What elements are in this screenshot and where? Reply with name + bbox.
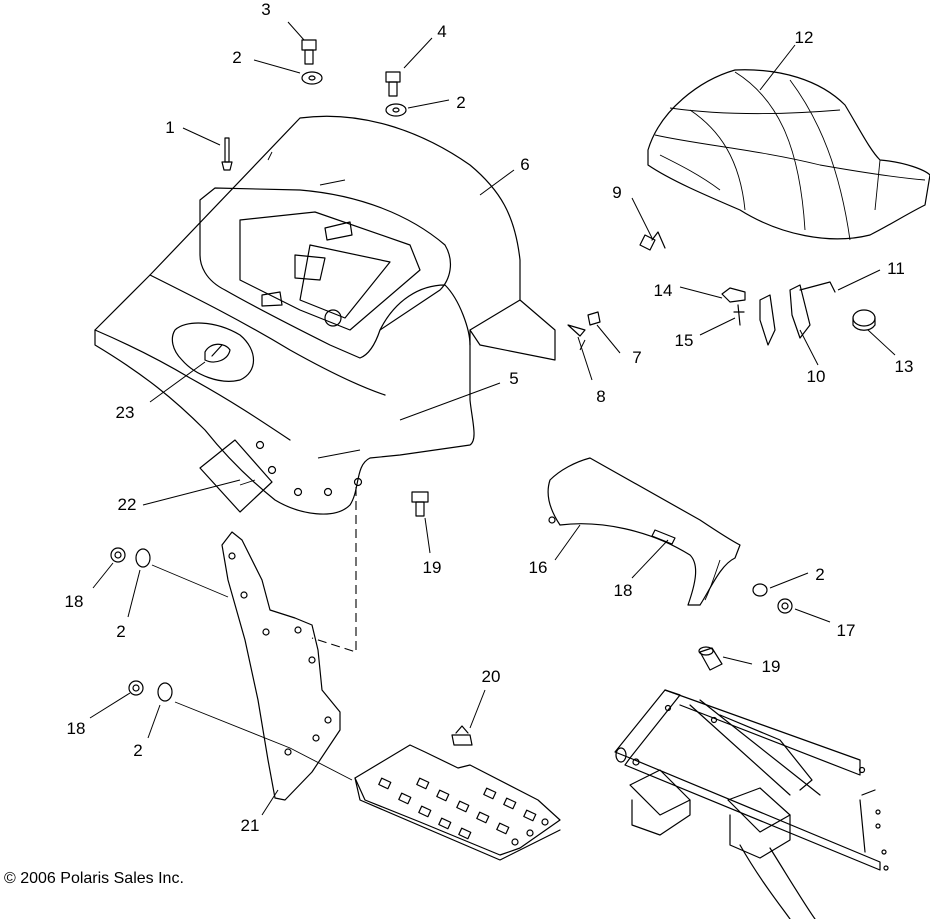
assembly-lines <box>151 487 357 781</box>
nut-7 <box>587 311 601 326</box>
callout-15: 15 <box>675 331 694 350</box>
washer-2d <box>135 548 151 568</box>
callout-18: 18 <box>614 581 633 600</box>
callout-16: 16 <box>529 558 548 577</box>
bumper-13 <box>852 309 876 331</box>
flap-21 <box>221 531 341 801</box>
callout-1: 1 <box>165 118 174 137</box>
washer-2b <box>385 103 407 117</box>
callout-7: 7 <box>632 348 641 367</box>
callout-14: 14 <box>654 281 673 300</box>
callout-2: 2 <box>232 48 241 67</box>
bolt-18-guard <box>651 529 676 545</box>
bracket-14 <box>721 287 746 303</box>
callout-3: 3 <box>261 0 270 19</box>
washer-2c <box>752 583 768 597</box>
callout-5: 5 <box>509 369 518 388</box>
bolt-20 <box>451 725 473 746</box>
callout-18: 18 <box>67 719 86 738</box>
callout-18: 18 <box>65 592 84 611</box>
decal-22 <box>199 439 273 513</box>
callout-19: 19 <box>423 558 442 577</box>
seat-12 <box>647 69 930 241</box>
bolt-19-upper <box>411 491 429 517</box>
washer-2a <box>301 71 323 85</box>
copyright-notice: © 2006 Polaris Sales Inc. <box>4 870 184 887</box>
rivet-1 <box>221 137 233 171</box>
callout-2: 2 <box>456 93 465 112</box>
callout-23: 23 <box>116 403 135 422</box>
callout-20: 20 <box>482 667 501 686</box>
latch-10 <box>759 281 836 346</box>
callout-8: 8 <box>596 387 605 406</box>
callout-19: 19 <box>762 657 781 676</box>
callout-2: 2 <box>815 565 824 584</box>
footrest-20 <box>354 744 561 861</box>
callout-2: 2 <box>116 622 125 641</box>
callout-17: 17 <box>837 621 856 640</box>
bolt-3 <box>301 39 317 65</box>
bushing-19-lower <box>698 646 723 671</box>
callout-13: 13 <box>895 357 914 376</box>
washer-2e <box>157 682 173 702</box>
callout-6: 6 <box>520 155 529 174</box>
callout-21: 21 <box>241 816 260 835</box>
callout-10: 10 <box>807 367 826 386</box>
frame <box>614 689 889 920</box>
leader-lines <box>89 21 896 816</box>
nut-17 <box>777 598 793 614</box>
callout-9: 9 <box>612 183 621 202</box>
guard-16 <box>547 457 741 606</box>
callout-11: 11 <box>887 259 905 278</box>
spring-clip-9 <box>639 231 666 251</box>
callout-12: 12 <box>795 28 814 47</box>
nut-18b <box>128 680 144 696</box>
nut-18a <box>110 547 126 563</box>
handle-23 <box>204 343 231 363</box>
callout-22: 22 <box>118 495 137 514</box>
callout-4: 4 <box>437 22 446 41</box>
clip-8 <box>567 324 586 337</box>
rear-fender <box>94 115 556 515</box>
callout-labels: 1 2 2 2 2 2 3 4 5 6 7 8 9 10 11 12 13 14… <box>65 0 914 835</box>
bolt-4 <box>385 71 401 97</box>
pin-15 <box>733 304 745 326</box>
callout-2: 2 <box>133 741 142 760</box>
